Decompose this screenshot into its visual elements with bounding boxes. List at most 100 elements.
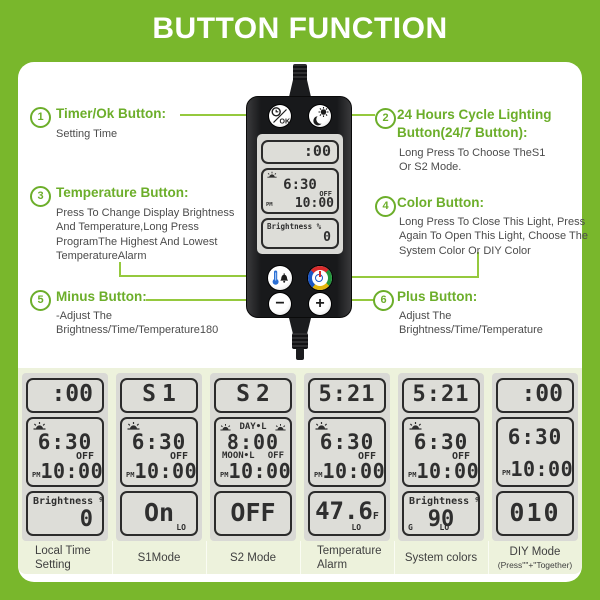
panel-bottom-value: On [143,498,175,527]
sunrise-icon [404,419,478,433]
lcd-schedule-box: 6:30 OFF PM 10:00 [261,168,339,214]
caption-divider [112,541,113,574]
callout-6-desc: Adjust The Brightness/Time/Temperature [399,310,543,337]
panel-off-time: 10:00 [134,459,198,483]
lcd-brightness-box: Brightness % 0 [261,218,339,249]
panel-on-time: 6:30 [37,430,93,454]
cable-strain-relief-bottom [289,318,311,334]
clock-ok-icon: OK [271,107,291,126]
caption-system-colors: System colors [404,552,478,564]
sunrise-icon [28,419,102,433]
callout-5-desc: -Adjust The Brightness/Time/Temperature1… [56,310,219,337]
callout-3-desc: Press To Change Display Brightness And T… [56,207,235,262]
panel-bottom-value: 010 [509,498,561,527]
page-title: BUTTON FUNCTION [152,12,448,45]
panel-on-time: 8:00 [226,430,280,454]
lcd-time-box: :00 [261,140,339,164]
panel-off-time: 10:00 [40,459,104,483]
connector-line [330,114,375,116]
connector-line [333,276,479,278]
panel-day-label: DAY•L [239,422,267,432]
cable-strain-relief-top [289,80,311,97]
caption-divider [394,541,395,574]
caption-diy-sub: (Press""+"Together) [497,559,573,570]
panel-bottom-sub: LO [439,523,450,532]
callout-1-desc: Setting Time [56,128,118,140]
panel-ampm: PM [408,471,417,479]
panel-off-flag: OFF [357,451,376,462]
color-button [308,266,332,290]
sunrise-icon [275,419,286,436]
panel-off-time: 10:00 [510,457,574,481]
panel-ampm: PM [32,471,41,479]
panel-top-value: S2 [236,381,276,407]
panel-brightness-label: Brightness % [33,496,104,507]
caption-s1-mode: S1Mode [137,552,181,564]
sunrise-icon [310,419,384,433]
sunrise-icon [220,419,231,436]
callout-4-title: Color Button: [397,195,484,210]
sunrise-icon [263,170,337,179]
connector-line [119,262,121,277]
caption-local-time: Local Time Setting [35,545,91,571]
panel-ampm: PM [126,471,135,479]
callout-1-number: 1 [30,107,51,128]
callout-6-title: Plus Button: [397,289,478,304]
panel-moon-label: MOON•L [222,451,255,461]
callout-4-number: 4 [375,196,396,217]
panel-off-flag: OFF [75,451,94,462]
lcd-off-time: 10:00 [294,196,334,211]
callout-5-number: 5 [30,290,51,311]
power-cable-bottom [292,333,308,349]
caption-s2-mode: S2 Mode [229,552,277,564]
plus-button: + [309,293,331,315]
callout-2-desc: Long Press To Choose TheS1 Or S2 Mode. [399,147,546,174]
panel-brightness-label: Brightness % [409,496,480,507]
panel-on-time: 6:30 [131,430,187,454]
panel-bottom-value: 90 [427,507,455,532]
lcd-brightness-label: Brightness % [267,222,322,231]
panel-top-value: 5:21 [318,382,376,407]
panel-off-flag: OFF [169,451,188,462]
caption-divider [488,541,489,574]
panel-bottom-value: OFF [230,498,276,527]
panel-off-flag: OFF [267,451,284,461]
cycle-24-7-button [309,105,331,127]
panel-off-time: 10:00 [322,459,386,483]
svg-text:OK: OK [280,119,291,126]
sun-moon-icon [313,107,329,126]
cable-tip [296,348,304,360]
lcd-time: :00 [303,142,331,160]
connector-line [331,299,375,301]
panel-ampm: PM [502,469,511,477]
panel-top-value: S1 [142,381,182,407]
panel-top-value: :00 [51,381,93,407]
connector-line [119,275,270,277]
caption-temp-alarm: Temperature Alarm [317,545,382,571]
panel-ampm: PM [220,471,229,479]
callout-6-number: 6 [373,290,394,311]
panel-off-time: 10:00 [228,459,292,483]
connector-line [180,114,270,116]
callout-3-number: 3 [30,186,51,207]
panel-on-time: 6:30 [507,425,563,449]
panel-channel: G [408,523,413,532]
lcd-screens-strip [18,368,582,574]
callout-4-desc: Long Press To Close This Light, Press Ag… [399,216,588,257]
panel-bottom-sub: LO [351,523,362,532]
panel-temp-value: 47.6 [315,497,373,525]
panel-off-flag: OFF [451,451,470,462]
lcd-ampm: PM [266,202,273,208]
thermometer-bell-icon [272,270,289,285]
panel-top-value: 5:21 [412,382,470,407]
caption-diy-mode: DIY Mode (Press""+"Together) [488,546,582,570]
panel-temp-unit: F [372,511,379,522]
panel-on-time: 6:30 [413,430,469,454]
